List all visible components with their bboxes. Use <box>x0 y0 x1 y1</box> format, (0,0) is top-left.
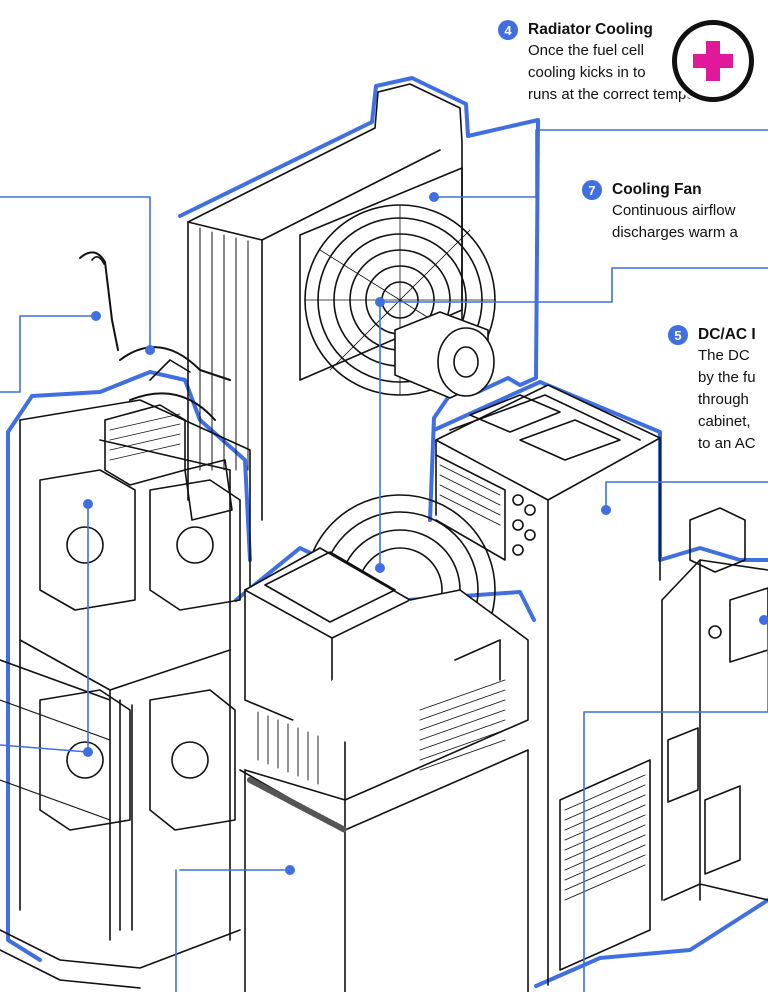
step-number-badge: 7 <box>582 180 602 200</box>
callout-description-line: The DC <box>698 347 750 364</box>
callout-description-line: runs at the correct temperatu <box>528 86 721 103</box>
callout-description-line: by the fu <box>698 369 756 386</box>
step-number-badge: 4 <box>498 20 518 40</box>
callout-description-line: cooling kicks in to <box>528 64 646 81</box>
leader-lines <box>0 129 768 992</box>
callout-title: DC/AC I <box>698 326 756 343</box>
expand-button[interactable] <box>672 20 754 102</box>
callout-title: Radiator Cooling <box>528 21 653 38</box>
anchor-dots <box>83 192 768 875</box>
callout-title: Cooling Fan <box>612 181 702 198</box>
callout-description-line: cabinet, <box>698 413 751 430</box>
callout-description-line: Once the fuel cell <box>528 42 644 59</box>
step-number-badge: 5 <box>668 325 688 345</box>
callout-dc-ac-inverter: 5 DC/AC I The DC by the fu through cabin… <box>668 325 768 455</box>
callout-description-line: to an AC <box>698 435 756 452</box>
callout-description-line: discharges warm a <box>612 224 738 241</box>
callout-cooling-fan: 7 Cooling Fan Continuous airflow dischar… <box>582 180 768 244</box>
callout-description-line: Continuous airflow <box>612 202 736 219</box>
line-art-group <box>0 83 768 992</box>
plus-icon <box>693 41 733 81</box>
callout-description-line: through <box>698 391 749 408</box>
callout-radiator-cooling: 4 Radiator Cooling Once the fuel cell co… <box>498 20 768 106</box>
